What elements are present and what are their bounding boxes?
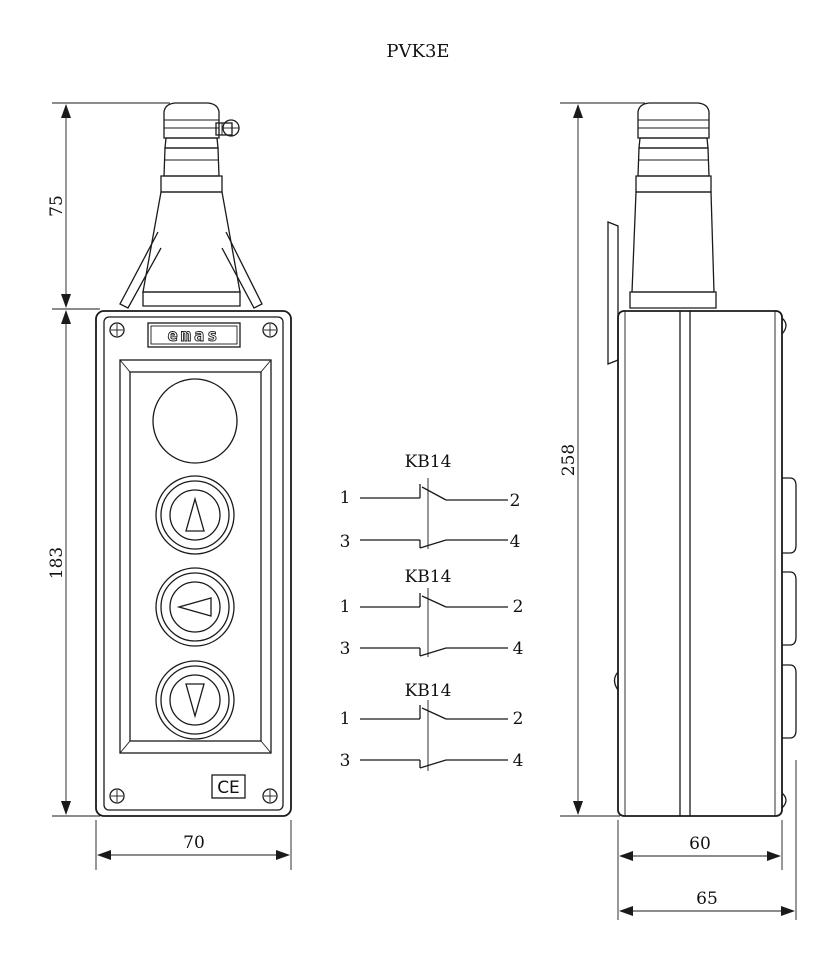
cable-gland-front xyxy=(119,102,263,309)
arrow-left-icon xyxy=(176,597,212,617)
corner-screw-icon xyxy=(109,322,278,804)
svg-text:4: 4 xyxy=(513,751,524,771)
blank-cap xyxy=(152,378,238,464)
svg-text:3: 3 xyxy=(340,639,351,659)
ce-mark-icon: CE xyxy=(211,774,246,799)
contact-block-1: KB14 1 2 3 4 xyxy=(340,452,521,552)
emas-logo: emas xyxy=(147,322,241,348)
front-dimensions: 75 183 70 xyxy=(47,102,292,870)
clamp-screw-icon xyxy=(215,119,240,137)
contact-block-2: KB14 1 2 3 4 xyxy=(340,567,524,659)
dim-side-depth: 60 xyxy=(689,834,711,854)
svg-text:1: 1 xyxy=(340,488,351,508)
svg-text:2: 2 xyxy=(510,491,521,511)
arrow-up-icon xyxy=(185,496,205,532)
contact-block-name: KB14 xyxy=(405,681,452,701)
button-down[interactable] xyxy=(155,660,235,740)
svg-text:2: 2 xyxy=(513,709,524,729)
front-view: emas xyxy=(95,102,292,817)
dim-body-width: 70 xyxy=(183,833,205,853)
svg-text:3: 3 xyxy=(340,532,351,552)
dim-gland-height: 75 xyxy=(47,195,67,217)
svg-text:3: 3 xyxy=(340,751,351,771)
arrow-down-icon xyxy=(185,683,205,719)
svg-text:CE: CE xyxy=(217,778,240,798)
dim-side-depth-total: 65 xyxy=(696,889,718,909)
contact-block-name: KB14 xyxy=(405,567,452,587)
drawing-title: PVK3E xyxy=(386,41,449,62)
front-housing xyxy=(95,310,292,817)
contact-block-3: KB14 1 2 3 4 xyxy=(340,681,524,771)
contact-block-name: KB14 xyxy=(405,452,452,472)
svg-text:1: 1 xyxy=(340,709,351,729)
hanging-bracket xyxy=(607,221,619,365)
dim-body-height: 183 xyxy=(47,547,67,579)
svg-text:4: 4 xyxy=(510,532,521,552)
svg-text:1: 1 xyxy=(340,597,351,617)
svg-text:2: 2 xyxy=(513,597,524,617)
side-housing xyxy=(617,310,783,817)
button-left[interactable] xyxy=(155,567,235,647)
svg-text:4: 4 xyxy=(513,639,524,659)
button-up[interactable] xyxy=(155,475,235,555)
cable-gland-side xyxy=(629,102,717,309)
dim-total-height: 258 xyxy=(559,444,579,476)
button-panel xyxy=(119,359,272,754)
side-view xyxy=(607,102,797,817)
side-dimensions: 258 60 65 xyxy=(559,102,797,920)
brand-logo-text: emas xyxy=(168,326,221,346)
side-button-profile xyxy=(782,477,797,739)
